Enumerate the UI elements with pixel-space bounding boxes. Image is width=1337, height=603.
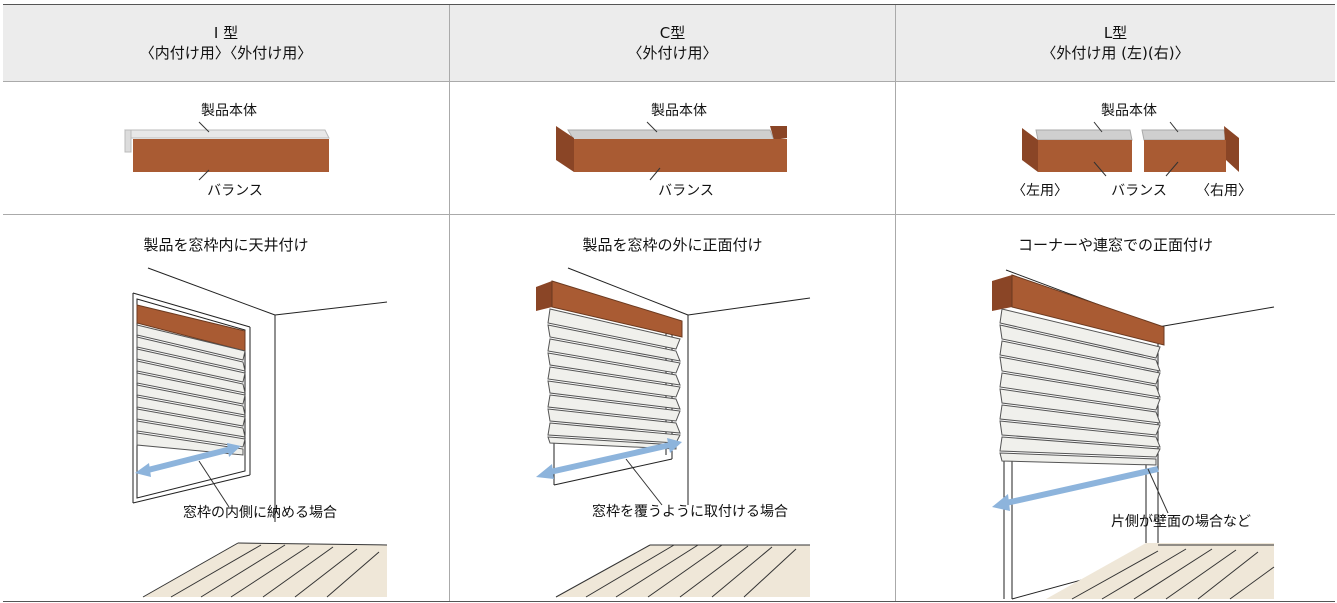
mount-caption: コーナーや連窓での正面付け	[1017, 236, 1213, 254]
valance-bar	[574, 139, 787, 172]
valance-diagram-i: 製品本体 バランス	[124, 103, 330, 199]
diagram-cell-l-type: 製品本体 〈左用〉 バランス 〈右用〉	[896, 82, 1335, 214]
valance-label: バランス	[1111, 183, 1167, 199]
room-illustration-c: 窓枠を覆うように取付ける場合	[536, 267, 811, 598]
mount-label: 〈内付け用〉〈外付け用〉	[139, 44, 313, 62]
illustration-cell-i-type: 製品を窓枠内に天井付け	[3, 215, 449, 601]
valance-label: バランス	[658, 183, 714, 199]
header-cell-c-type: C型 〈外付け用〉	[450, 5, 895, 81]
header-cell-i-type: I 型 〈内付け用〉〈外付け用〉	[3, 5, 449, 81]
mount-label: 〈外付け用〉	[627, 44, 718, 62]
type-label: L型	[1103, 24, 1128, 42]
mount-note: 窓枠の内側に納める場合	[183, 504, 337, 521]
body-label: 製品本体	[651, 103, 707, 119]
header-cell-l-type: L型 〈外付け用 (左)(右)〉	[896, 5, 1335, 81]
column-divider	[895, 5, 896, 601]
valance-diagram-l: 製品本体 〈左用〉 バランス 〈右用〉	[1012, 103, 1252, 199]
type-label: I 型	[213, 24, 239, 42]
illustration-row: 製品を窓枠内に天井付け	[3, 215, 1335, 601]
mount-note: 窓枠を覆うように取付ける場合	[592, 503, 788, 520]
valance-bar	[133, 139, 329, 172]
diagram-cell-c-type: 製品本体 バランス	[450, 82, 895, 214]
column-divider	[449, 5, 450, 601]
room-illustration-l: 片側が壁面の場合など	[992, 269, 1275, 600]
valance-label: バランス	[207, 183, 263, 199]
valance-bar-right	[1144, 140, 1226, 172]
mount-label: 〈外付け用 (左)(右)〉	[1041, 44, 1190, 62]
mount-caption: 製品を窓枠の外に正面付け	[582, 236, 763, 254]
diagram-row: 製品本体 バランス 製品本体 バランス	[3, 82, 1335, 215]
mount-caption: 製品を窓枠内に天井付け	[143, 236, 309, 254]
illustration-cell-c-type: 製品を窓枠の外に正面付け	[450, 215, 895, 601]
right-label: 〈右用〉	[1196, 183, 1252, 199]
valance-bar-left	[1038, 140, 1132, 172]
mount-note: 片側が壁面の場合など	[1111, 514, 1251, 530]
body-label: 製品本体	[1101, 103, 1157, 119]
valance-diagram-c: 製品本体 バランス	[556, 103, 787, 199]
type-label: C型	[659, 24, 686, 42]
comparison-table: I 型 〈内付け用〉〈外付け用〉 C型 〈外付け用〉 L型 〈外付け用 (左)(…	[3, 4, 1335, 602]
diagram-cell-i-type: 製品本体 バランス	[3, 82, 449, 214]
illustration-cell-l-type: コーナーや連窓での正面付け	[896, 215, 1335, 601]
room-illustration-i: 窓枠の内側に納める場合	[132, 267, 388, 598]
header-row: I 型 〈内付け用〉〈外付け用〉 C型 〈外付け用〉 L型 〈外付け用 (左)(…	[3, 5, 1335, 82]
left-label: 〈左用〉	[1012, 183, 1068, 199]
body-label: 製品本体	[201, 103, 257, 119]
